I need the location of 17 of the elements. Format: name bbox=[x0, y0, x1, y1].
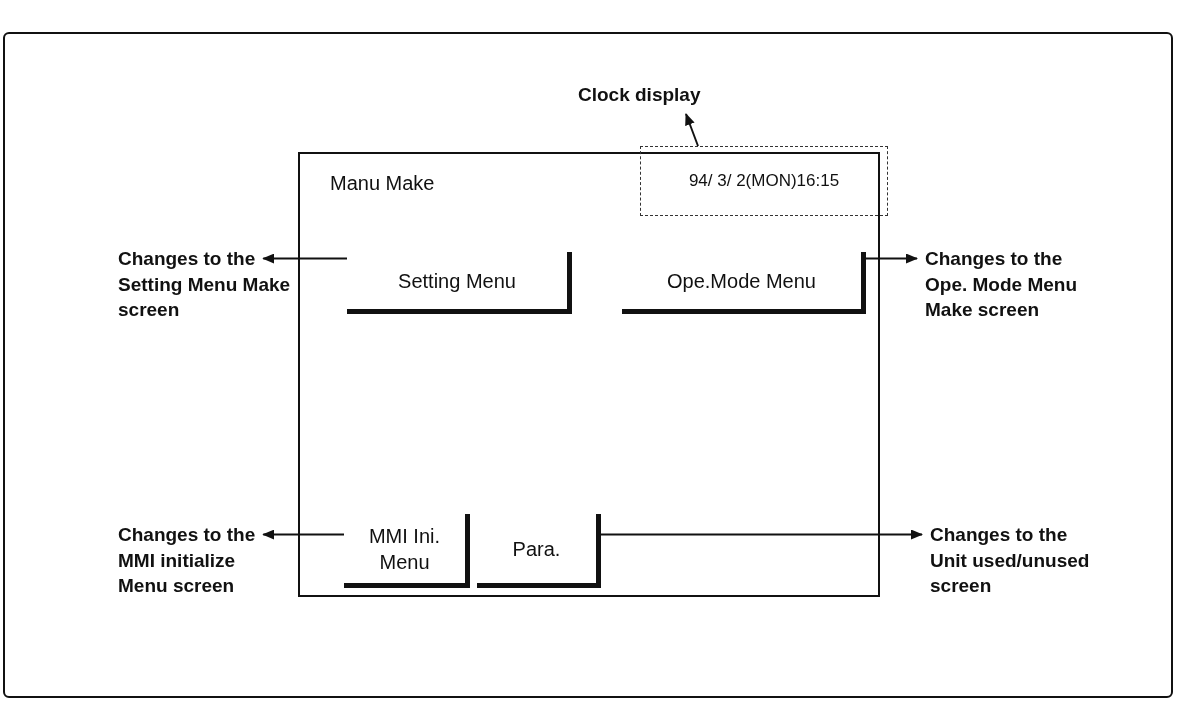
menu-button: Setting Menu bbox=[347, 252, 572, 314]
arrow bbox=[865, 253, 918, 264]
callout-text: Changes to the MMI initialize Menu screen bbox=[118, 522, 283, 600]
menu-button: MMI Ini. Menu bbox=[344, 514, 470, 588]
callout-text: Changes to the Unit used/unused screen bbox=[930, 522, 1102, 600]
screen-title: Manu Make bbox=[330, 172, 435, 195]
callout-text: Changes to the Ope. Mode Menu Make screen bbox=[925, 246, 1097, 324]
arrow bbox=[685, 113, 699, 147]
callout-text: Clock display bbox=[578, 82, 778, 112]
arrow bbox=[600, 529, 923, 540]
arrow bbox=[262, 529, 345, 540]
arrow bbox=[262, 253, 348, 264]
screen-frame bbox=[298, 152, 880, 597]
menu-button: Ope.Mode Menu bbox=[622, 252, 866, 314]
callout-text: Changes to the Setting Menu Make screen bbox=[118, 246, 298, 324]
clock-readout: 94/ 3/ 2(MON)16:15 bbox=[640, 146, 888, 216]
menu-button: Para. bbox=[477, 514, 601, 588]
